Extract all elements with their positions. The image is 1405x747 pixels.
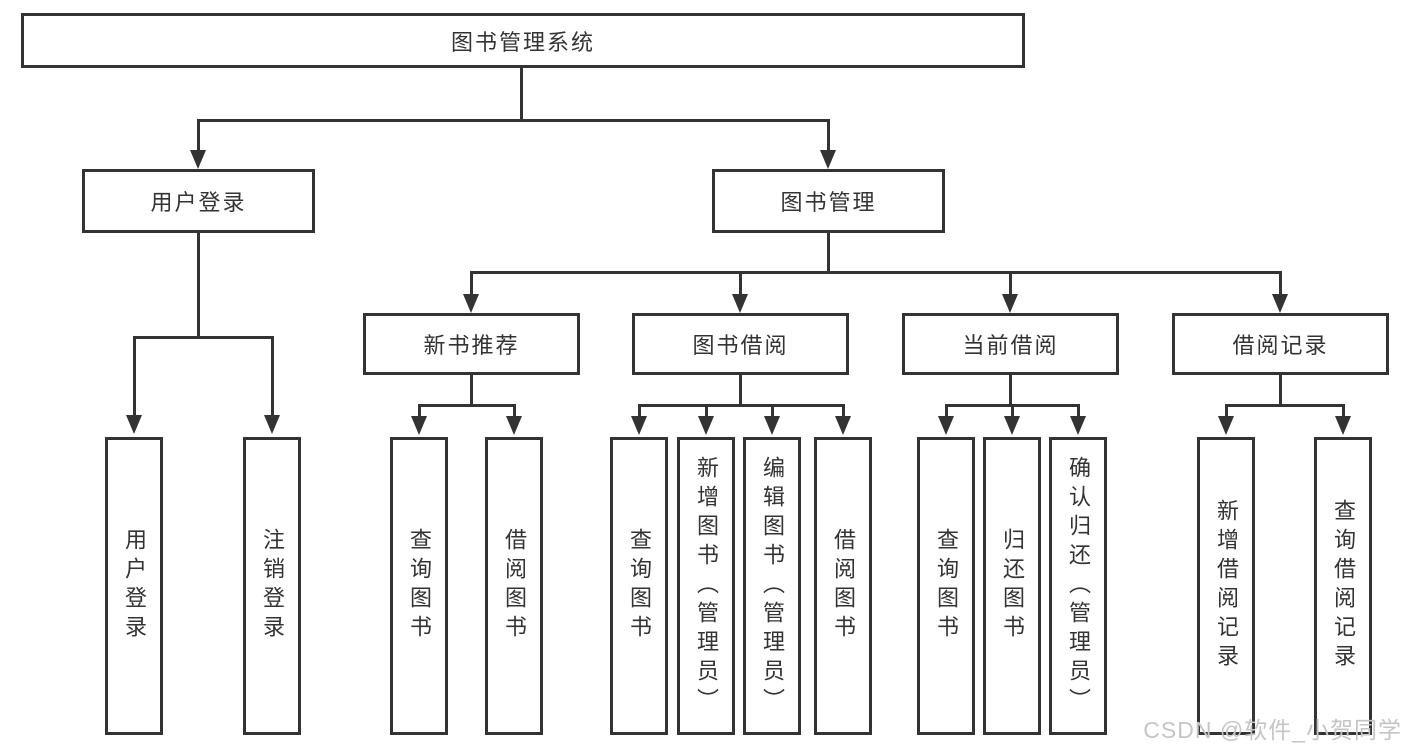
- leaf-query-borrow-record: 查询借阅记录: [1314, 437, 1372, 735]
- node-user-login-label: 用户登录: [150, 190, 247, 215]
- connector-line: [1279, 375, 1282, 405]
- leaf-borrow-books-borrowing: 借阅图书: [814, 437, 872, 735]
- arrow-down-icon: [506, 416, 522, 435]
- leaf-logout-label: 注销登录: [260, 528, 285, 644]
- arrow-down-icon: [835, 416, 851, 435]
- leaf-borrow-books-borrowing-label: 借阅图书: [831, 528, 856, 644]
- connector-line: [1342, 404, 1345, 418]
- leaf-query-books-recommend-label: 查询图书: [407, 528, 432, 644]
- arrow-down-icon: [264, 415, 280, 434]
- leaf-edit-book-admin-label: 编辑图书（管理员）: [760, 455, 785, 717]
- connector-line: [418, 404, 515, 407]
- connector-line: [739, 375, 742, 405]
- leaf-add-book-admin: 新增图书（管理员）: [677, 437, 735, 735]
- arrow-down-icon: [631, 416, 647, 435]
- arrow-down-icon: [411, 416, 427, 435]
- leaf-query-books-borrowing-label: 查询图书: [627, 528, 652, 644]
- connector-line: [133, 336, 273, 339]
- node-root-label: 图书管理系统: [450, 29, 595, 55]
- connector-line: [271, 336, 274, 415]
- connector-line: [1011, 404, 1014, 418]
- arrow-down-icon: [1002, 294, 1018, 313]
- connector-line: [513, 404, 516, 418]
- connector-line: [827, 119, 830, 152]
- connector-line: [739, 271, 742, 296]
- connector-line: [638, 404, 844, 407]
- node-new-book-recommendation: 新书推荐: [363, 313, 580, 375]
- arrow-down-icon: [1070, 416, 1086, 435]
- connector-line: [520, 68, 523, 120]
- node-borrowing-records: 借阅记录: [1172, 313, 1389, 375]
- node-root: 图书管理系统: [21, 13, 1025, 68]
- arrow-down-icon: [126, 415, 142, 434]
- arrow-down-icon: [1335, 416, 1351, 435]
- leaf-query-books-recommend: 查询图书: [390, 437, 448, 735]
- connector-line: [197, 119, 200, 152]
- leaf-user-login-label: 用户登录: [122, 528, 147, 644]
- connector-line: [705, 404, 708, 418]
- leaf-return-book-label: 归还图书: [1000, 528, 1025, 644]
- node-book-borrowing-label: 图书借阅: [692, 333, 789, 358]
- connector-line: [197, 233, 200, 337]
- arrow-down-icon: [1218, 416, 1234, 435]
- arrow-down-icon: [938, 416, 954, 435]
- arrow-down-icon: [820, 150, 836, 169]
- node-book-management: 图书管理: [712, 169, 945, 233]
- connector-line: [1225, 404, 1228, 418]
- node-book-borrowing: 图书借阅: [632, 313, 849, 375]
- node-new-book-recommendation-label: 新书推荐: [423, 333, 520, 358]
- leaf-query-books-current-label: 查询图书: [934, 528, 959, 644]
- leaf-logout: 注销登录: [243, 437, 301, 735]
- leaf-add-book-admin-label: 新增图书（管理员）: [694, 455, 719, 717]
- connector-line: [133, 336, 136, 415]
- node-user-login: 用户登录: [82, 169, 315, 233]
- leaf-return-book: 归还图书: [983, 437, 1041, 735]
- connector-line: [418, 404, 421, 418]
- connector-line: [1009, 375, 1012, 405]
- node-current-borrowing: 当前借阅: [902, 313, 1119, 375]
- leaf-query-books-current: 查询图书: [917, 437, 975, 735]
- arrow-down-icon: [764, 416, 780, 435]
- connector-line: [638, 404, 641, 418]
- node-current-borrowing-label: 当前借阅: [962, 333, 1059, 358]
- arrow-down-icon: [732, 294, 748, 313]
- connector-line: [470, 271, 1281, 274]
- connector-line: [827, 233, 830, 272]
- leaf-query-books-borrowing: 查询图书: [610, 437, 668, 735]
- connector-line: [197, 119, 830, 122]
- connector-line: [1009, 271, 1012, 296]
- node-borrowing-records-label: 借阅记录: [1232, 333, 1329, 358]
- connector-line: [1279, 271, 1282, 296]
- leaf-user-login: 用户登录: [105, 437, 163, 735]
- leaf-confirm-return-admin-label: 确认归还（管理员）: [1066, 455, 1091, 717]
- leaf-borrow-books-recommend: 借阅图书: [485, 437, 543, 735]
- connector-line: [771, 404, 774, 418]
- leaf-add-borrow-record: 新增借阅记录: [1197, 437, 1255, 735]
- node-book-management-label: 图书管理: [780, 190, 877, 215]
- arrow-down-icon: [463, 294, 479, 313]
- csdn-watermark: CSDN @软件_小贺同学: [1143, 717, 1402, 743]
- arrow-down-icon: [1272, 294, 1288, 313]
- leaf-confirm-return-admin: 确认归还（管理员）: [1049, 437, 1107, 735]
- connector-line: [842, 404, 845, 418]
- leaf-add-borrow-record-label: 新增借阅记录: [1214, 499, 1239, 673]
- arrow-down-icon: [190, 150, 206, 169]
- arrow-down-icon: [698, 416, 714, 435]
- arrow-down-icon: [1004, 416, 1020, 435]
- leaf-edit-book-admin: 编辑图书（管理员）: [743, 437, 801, 735]
- leaf-query-borrow-record-label: 查询借阅记录: [1331, 499, 1356, 673]
- connector-line: [470, 271, 473, 296]
- connector-line: [1225, 404, 1344, 407]
- connector-line: [1077, 404, 1080, 418]
- connector-line: [470, 375, 473, 405]
- leaf-borrow-books-recommend-label: 借阅图书: [502, 528, 527, 644]
- connector-line: [945, 404, 948, 418]
